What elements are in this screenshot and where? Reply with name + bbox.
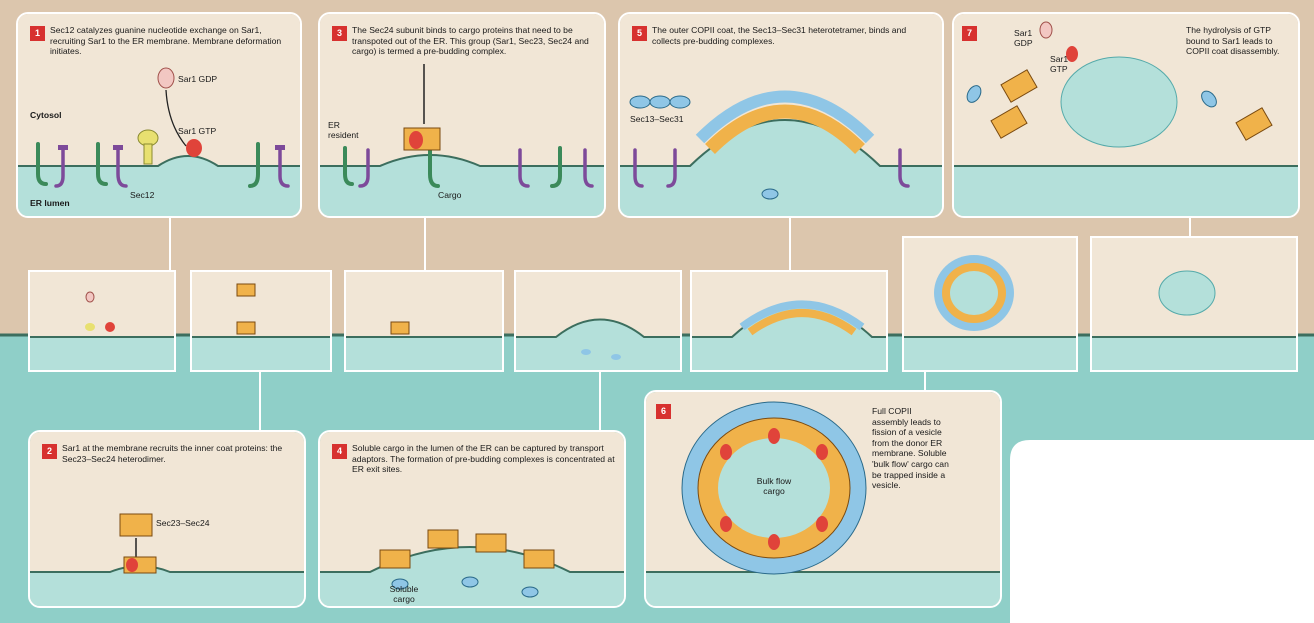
thumb-1 xyxy=(28,270,176,372)
sec23-sec24-heterodimer xyxy=(120,514,152,536)
step-3-badge: 3 xyxy=(332,26,347,41)
sec13-sec31-label: Sec13–Sec31 xyxy=(630,114,684,124)
sar1-gtp-label: Sar1 GTP xyxy=(178,126,216,136)
step-3-text: The Sec24 subunit binds to cargo protein… xyxy=(352,25,597,57)
step-2-text: Sar1 at the membrane recruits the inner … xyxy=(62,443,297,464)
step-5-panel: 5 The outer COPII coat, the Sec13–Sec31 … xyxy=(618,12,944,218)
step-7-text: The hydrolysis of GTP bound to Sar1 lead… xyxy=(1186,25,1296,57)
er-lumen-label: ER lumen xyxy=(30,198,70,208)
step-2-panel: 2 Sar1 at the membrane recruits the inne… xyxy=(28,430,306,608)
step-3-panel: 3 The Sec24 subunit binds to cargo prote… xyxy=(318,12,606,218)
er-resident-label: ER resident xyxy=(328,120,368,140)
step-6-text: Full COPII assembly leads to fission of … xyxy=(872,406,950,491)
step-1-badge: 1 xyxy=(30,26,45,41)
thumb-2 xyxy=(190,270,332,372)
step-7-panel: 7 The hydrolysis of GTP bound to Sar1 le… xyxy=(952,12,1300,218)
step-5-text: The outer COPII coat, the Sec13–Sec31 he… xyxy=(652,25,922,46)
sar1-gdp-label: Sar1 GDP xyxy=(178,74,217,84)
step-2-badge: 2 xyxy=(42,444,57,459)
step-7-badge: 7 xyxy=(962,26,977,41)
soluble-cargo-label: Soluble cargo xyxy=(384,584,424,604)
sec12-label: Sec12 xyxy=(130,190,154,200)
sar1-gdp-label-7: Sar1 GDP xyxy=(1014,28,1044,48)
thumb-5 xyxy=(690,270,888,372)
thumb-3 xyxy=(344,270,504,372)
step-4-text: Soluble cargo in the lumen of the ER can… xyxy=(352,443,620,475)
sar1-gdp-protein xyxy=(158,68,174,88)
step-4-panel: 4 Soluble cargo in the lumen of the ER c… xyxy=(318,430,626,608)
step-1-text: Sec12 catalyzes guanine nucleotide excha… xyxy=(50,25,290,57)
step-1-panel: 1 Sec12 catalyzes guanine nucleotide exc… xyxy=(16,12,302,218)
thumb-7 xyxy=(1090,236,1298,372)
cytosol-label: Cytosol xyxy=(30,110,62,120)
sec23-sec24-label: Sec23–Sec24 xyxy=(156,518,210,528)
bulk-flow-cargo-label: Bulk flow cargo xyxy=(754,476,794,496)
step-6-panel: 6 Full COPII assembly leads to fission o… xyxy=(644,390,1002,608)
step-5-badge: 5 xyxy=(632,26,647,41)
sar1-gtp-protein xyxy=(186,139,202,157)
sar1-gtp-label-7: Sar1 GTP xyxy=(1050,54,1080,74)
step-6-badge: 6 xyxy=(656,404,671,419)
thumb-4 xyxy=(514,270,682,372)
thumb-6 xyxy=(902,236,1078,372)
cargo-label: Cargo xyxy=(438,190,461,200)
step-4-badge: 4 xyxy=(332,444,347,459)
